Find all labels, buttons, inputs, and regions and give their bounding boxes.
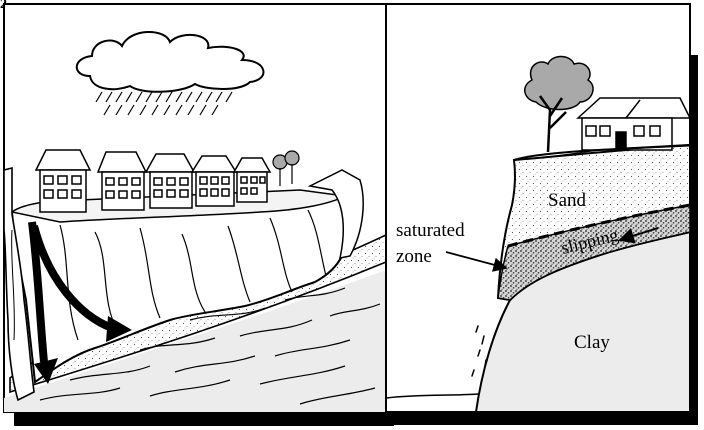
saturated-label: saturated [396, 220, 465, 241]
zone-label: zone [396, 246, 432, 267]
left-panel [4, 4, 386, 412]
sand-label: Sand [548, 190, 587, 211]
right-panel: Sand slipping saturated zone Clay [386, 4, 690, 412]
clay-label: Clay [574, 332, 610, 353]
